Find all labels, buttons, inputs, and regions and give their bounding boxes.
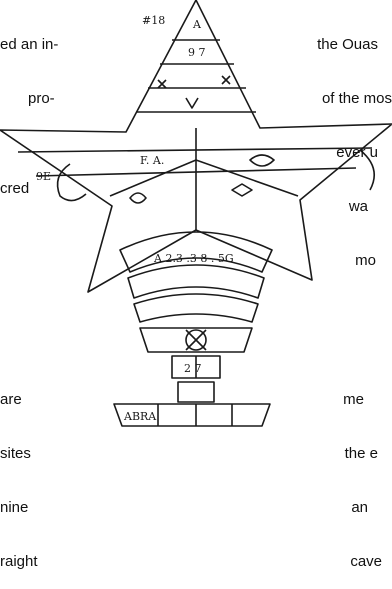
right-bottom-line: cave bbox=[343, 553, 392, 571]
glyph-3: 9 7 bbox=[188, 46, 206, 59]
glyph-7: 2 7 bbox=[184, 362, 202, 375]
right-bottom-text: me the e an cave bbox=[343, 355, 392, 589]
left-bottom-line: nine bbox=[0, 499, 38, 517]
right-bottom-line: me bbox=[343, 391, 392, 409]
glyph-6: A 2.3 .3 8 . 5G bbox=[153, 252, 234, 265]
left-top-line: pro- bbox=[0, 90, 58, 108]
right-top-line: mo bbox=[317, 252, 392, 270]
glyph-1: #18 bbox=[142, 14, 165, 27]
glyph-4: F. A. bbox=[140, 154, 164, 167]
glyph-8: ABRA bbox=[123, 410, 157, 423]
left-bottom-line: raight bbox=[0, 553, 38, 571]
left-bottom-line: sites bbox=[0, 445, 38, 463]
right-bottom-line: an bbox=[343, 499, 392, 517]
right-top-line: ever u bbox=[317, 144, 392, 162]
left-bottom-line: are bbox=[0, 391, 38, 409]
left-bottom-text: are sites nine raight bbox=[0, 355, 38, 589]
right-bottom-line: the e bbox=[343, 445, 392, 463]
right-top-text: the Ouas of the mos ever u wa mo bbox=[317, 0, 392, 288]
right-top-line: of the mos bbox=[317, 90, 392, 108]
left-top-line: ed an in- bbox=[0, 36, 58, 54]
right-top-line: the Ouas bbox=[317, 36, 392, 54]
left-top-text: ed an in- pro- cred bbox=[0, 0, 58, 216]
right-top-line: wa bbox=[317, 198, 392, 216]
left-top-line: cred bbox=[0, 180, 58, 198]
glyph-2: A bbox=[192, 18, 202, 31]
